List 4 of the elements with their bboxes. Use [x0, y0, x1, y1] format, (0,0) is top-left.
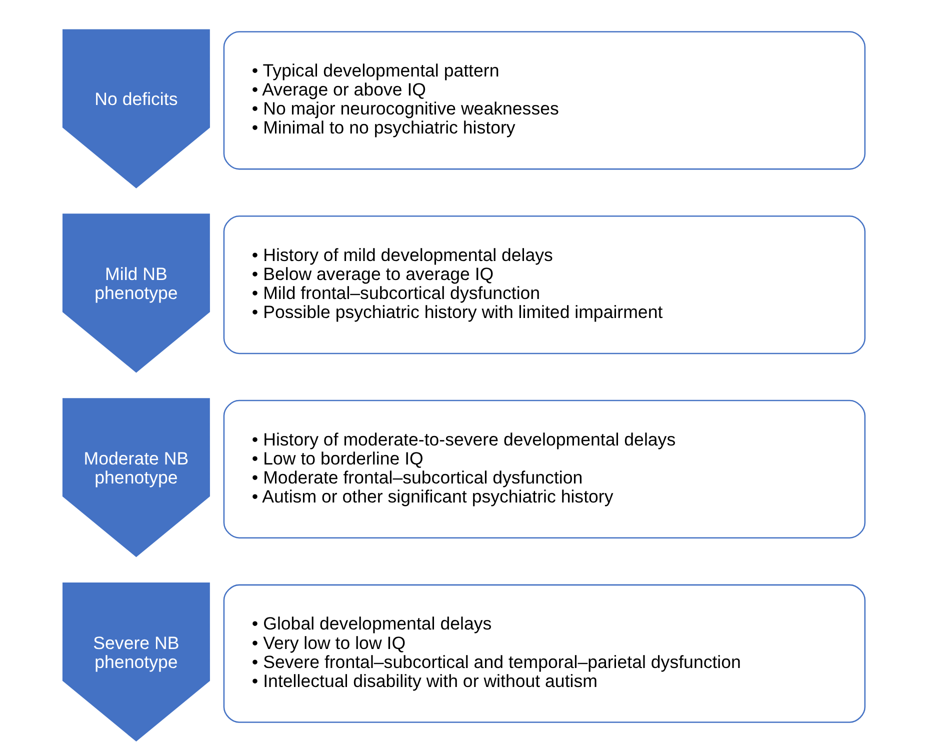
node-box: • Typical developmental pattern • Average or above IQ • No major neurocognitive weaknesses • Minimal to no psychiatric history — [222, 31, 866, 170]
node-box: • Global developmental delays • Very low to low IQ • Severe frontal–subcortical and temporal–parietal dysfunction • Intellectual disability with or without autism — [222, 584, 866, 723]
node-box: • History of moderate-to-severe developmental delays • Low to borderline IQ • Moderate frontal–subcortical dysfunction • Autism or other significant psychiatric history — [222, 400, 866, 538]
node-box: • History of mild developmental delays • Below average to average IQ • Mild frontal–subcortical dysfunction • Possible psychiatric history with limited impairment — [222, 216, 866, 354]
